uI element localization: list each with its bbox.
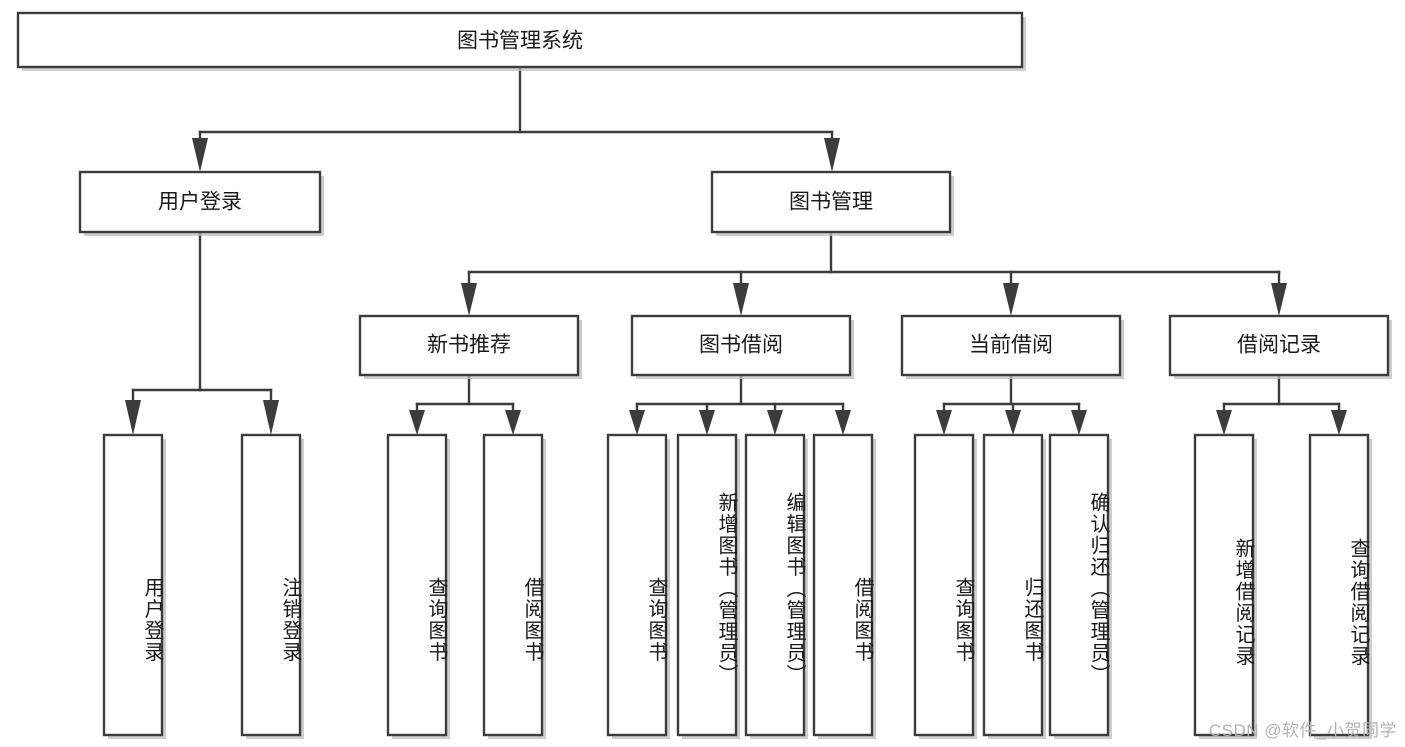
node-borrow-record-box[interactable] [1168,314,1390,377]
node-leaf-borrow-book[interactable] [812,433,876,739]
node-leaf-borrow-book-recommend-box[interactable] [482,433,544,737]
node-leaf-edit-book-admin[interactable] [744,433,808,739]
node-user-login-label: 用户登录 [158,191,242,214]
connectors-layer [125,65,1347,435]
arrow-head-leaf-user-login [125,400,141,435]
node-leaf-add-borrow-record-box[interactable] [1193,433,1255,737]
node-leaf-add-borrow-record[interactable] [1193,433,1257,739]
arrow-head-leaf-borrow-book-recommend [505,410,521,435]
arrow-head-leaf-edit-book-admin [767,410,783,435]
node-current-borrow[interactable]: 当前借阅 [900,314,1124,379]
node-new-book-recommend-box[interactable] [358,314,580,377]
arrow-head-leaf-return-book [1005,410,1021,435]
node-leaf-query-book-recommend[interactable] [386,433,450,739]
nodes-layer: 图书管理系统 用户登录 图书管理 新书推荐 图书 [16,11,1392,739]
node-borrow-record-label: 借阅记录 [1237,334,1321,357]
node-leaf-query-book-current[interactable] [913,433,977,739]
node-leaf-return-book[interactable] [982,433,1046,739]
node-root[interactable]: 图书管理系统 [16,11,1026,71]
node-new-book-recommend-label: 新书推荐 [427,334,511,357]
arrow-head-leaf-query-book-recommend [409,410,425,435]
node-leaf-edit-book-admin-box[interactable] [744,433,806,737]
arrow-head-borrow-record [1271,283,1287,316]
node-leaf-confirm-return-admin[interactable] [1048,433,1112,739]
arrow-head-book-management [824,138,840,172]
node-leaf-user-login[interactable] [102,433,166,739]
node-leaf-query-book-borrow-box[interactable] [606,433,668,737]
arrow-head-leaf-borrow-book [835,410,851,435]
node-user-login[interactable]: 用户登录 [78,170,324,236]
arrow-head-new-book-recommend [461,283,477,316]
node-book-management-label: 图书管理 [789,191,873,214]
arrow-head-leaf-user-logout [263,400,279,435]
node-root-label: 图书管理系统 [457,30,583,53]
arrow-head-leaf-confirm-return-admin [1071,410,1087,435]
node-leaf-user-login-box[interactable] [102,433,164,737]
node-book-management[interactable]: 图书管理 [710,170,954,236]
arrow-head-leaf-query-book-borrow [629,410,645,435]
arrow-head-book-borrow [733,283,749,316]
arrow-head-leaf-query-borrow-record [1331,410,1347,435]
node-book-borrow[interactable]: 图书借阅 [630,314,854,379]
node-leaf-borrow-book-box[interactable] [812,433,874,737]
node-leaf-add-book-admin-box[interactable] [676,433,738,737]
arrow-head-current-borrow [1003,283,1019,316]
node-leaf-query-borrow-record[interactable] [1308,433,1372,739]
node-leaf-query-book-current-box[interactable] [913,433,975,737]
arrow-head-leaf-query-book-current [936,410,952,435]
node-book-borrow-label: 图书借阅 [699,334,783,357]
node-leaf-user-logout[interactable] [240,433,304,739]
node-leaf-query-borrow-record-box[interactable] [1308,433,1370,737]
node-leaf-query-book-recommend-box[interactable] [386,433,448,737]
node-current-borrow-label: 当前借阅 [969,334,1053,357]
arrow-head-leaf-add-book-admin [699,410,715,435]
node-book-borrow-box[interactable] [630,314,852,377]
node-root-box[interactable] [16,11,1024,69]
node-new-book-recommend[interactable]: 新书推荐 [358,314,582,379]
node-book-management-box[interactable] [710,170,952,234]
csdn-watermark: CSDN @软件_小贺同学 [1208,721,1397,740]
node-leaf-return-book-box[interactable] [982,433,1044,737]
node-leaf-query-book-borrow[interactable] [606,433,670,739]
arrow-head-leaf-add-borrow-record [1216,410,1232,435]
node-current-borrow-box[interactable] [900,314,1122,377]
arrow-head-user-login [192,138,208,172]
node-user-login-box[interactable] [78,170,322,234]
node-leaf-add-book-admin[interactable] [676,433,740,739]
node-leaf-user-logout-box[interactable] [240,433,302,737]
node-leaf-borrow-book-recommend[interactable] [482,433,546,739]
node-leaf-confirm-return-admin-box[interactable] [1048,433,1110,737]
node-borrow-record[interactable]: 借阅记录 [1168,314,1392,379]
leaf-nodes [102,433,1372,739]
